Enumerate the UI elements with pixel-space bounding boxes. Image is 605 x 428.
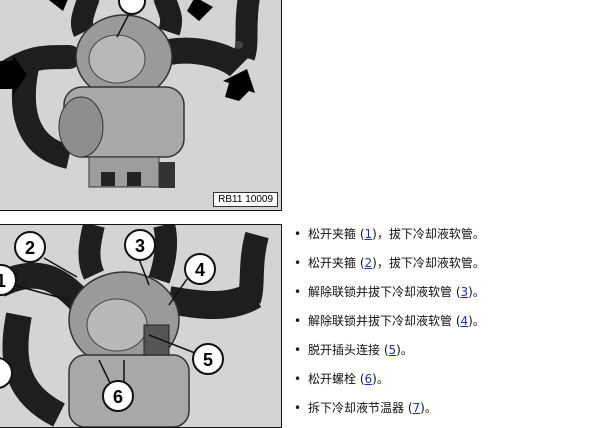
instruction-list: •松开夹箍 (1)，拔下冷却液软管。 •松开夹箍 (2)，拔下冷却液软管。 •解… bbox=[294, 224, 600, 427]
step-item: •松开螺栓 (6)。 bbox=[294, 369, 600, 398]
step-item: •脱开插头连接 (5)。 bbox=[294, 340, 600, 369]
coolant-pump-illustration bbox=[0, 0, 260, 188]
step-item: •解除联锁并拔下冷却液软管 (3)。 bbox=[294, 282, 600, 311]
step-item: •松开夹箍 (1)，拔下冷却液软管。 bbox=[294, 224, 600, 253]
part-ref-link[interactable]: 6 bbox=[364, 372, 373, 386]
bullet-icon: • bbox=[294, 227, 302, 241]
callout-partial bbox=[0, 357, 13, 389]
figure-reference-label: RB11 10009 bbox=[213, 192, 278, 207]
figure-top: RB11 10009 bbox=[0, 0, 282, 211]
part-ref-link[interactable]: 2 bbox=[364, 256, 373, 270]
callout-6: 6 bbox=[113, 387, 123, 407]
callout-1: 1 bbox=[0, 271, 6, 291]
figure-bottom: 2 1 3 4 5 6 bbox=[0, 224, 282, 428]
callout-4: 4 bbox=[195, 260, 205, 280]
callout-2: 2 bbox=[25, 238, 35, 258]
thermostat-removal-illustration: 2 1 3 4 5 6 bbox=[0, 225, 269, 427]
bullet-icon: • bbox=[294, 314, 302, 328]
part-ref-link[interactable]: 4 bbox=[460, 314, 469, 328]
callout-5: 5 bbox=[203, 350, 213, 370]
step-item: •松开夹箍 (2)，拔下冷却液软管。 bbox=[294, 253, 600, 282]
part-ref-link[interactable]: 5 bbox=[388, 343, 397, 357]
step-item: •拆下冷却液节温器 (7)。 bbox=[294, 398, 600, 427]
step-item: •解除联锁并拔下冷却液软管 (4)。 bbox=[294, 311, 600, 340]
bullet-icon: • bbox=[294, 401, 302, 415]
bullet-icon: • bbox=[294, 256, 302, 270]
callout-3: 3 bbox=[135, 236, 145, 256]
bullet-icon: • bbox=[294, 343, 302, 357]
part-ref-link[interactable]: 7 bbox=[412, 401, 421, 415]
bullet-icon: • bbox=[294, 285, 302, 299]
bullet-icon: • bbox=[294, 372, 302, 386]
part-ref-link[interactable]: 3 bbox=[460, 285, 469, 299]
part-ref-link[interactable]: 1 bbox=[364, 227, 373, 241]
